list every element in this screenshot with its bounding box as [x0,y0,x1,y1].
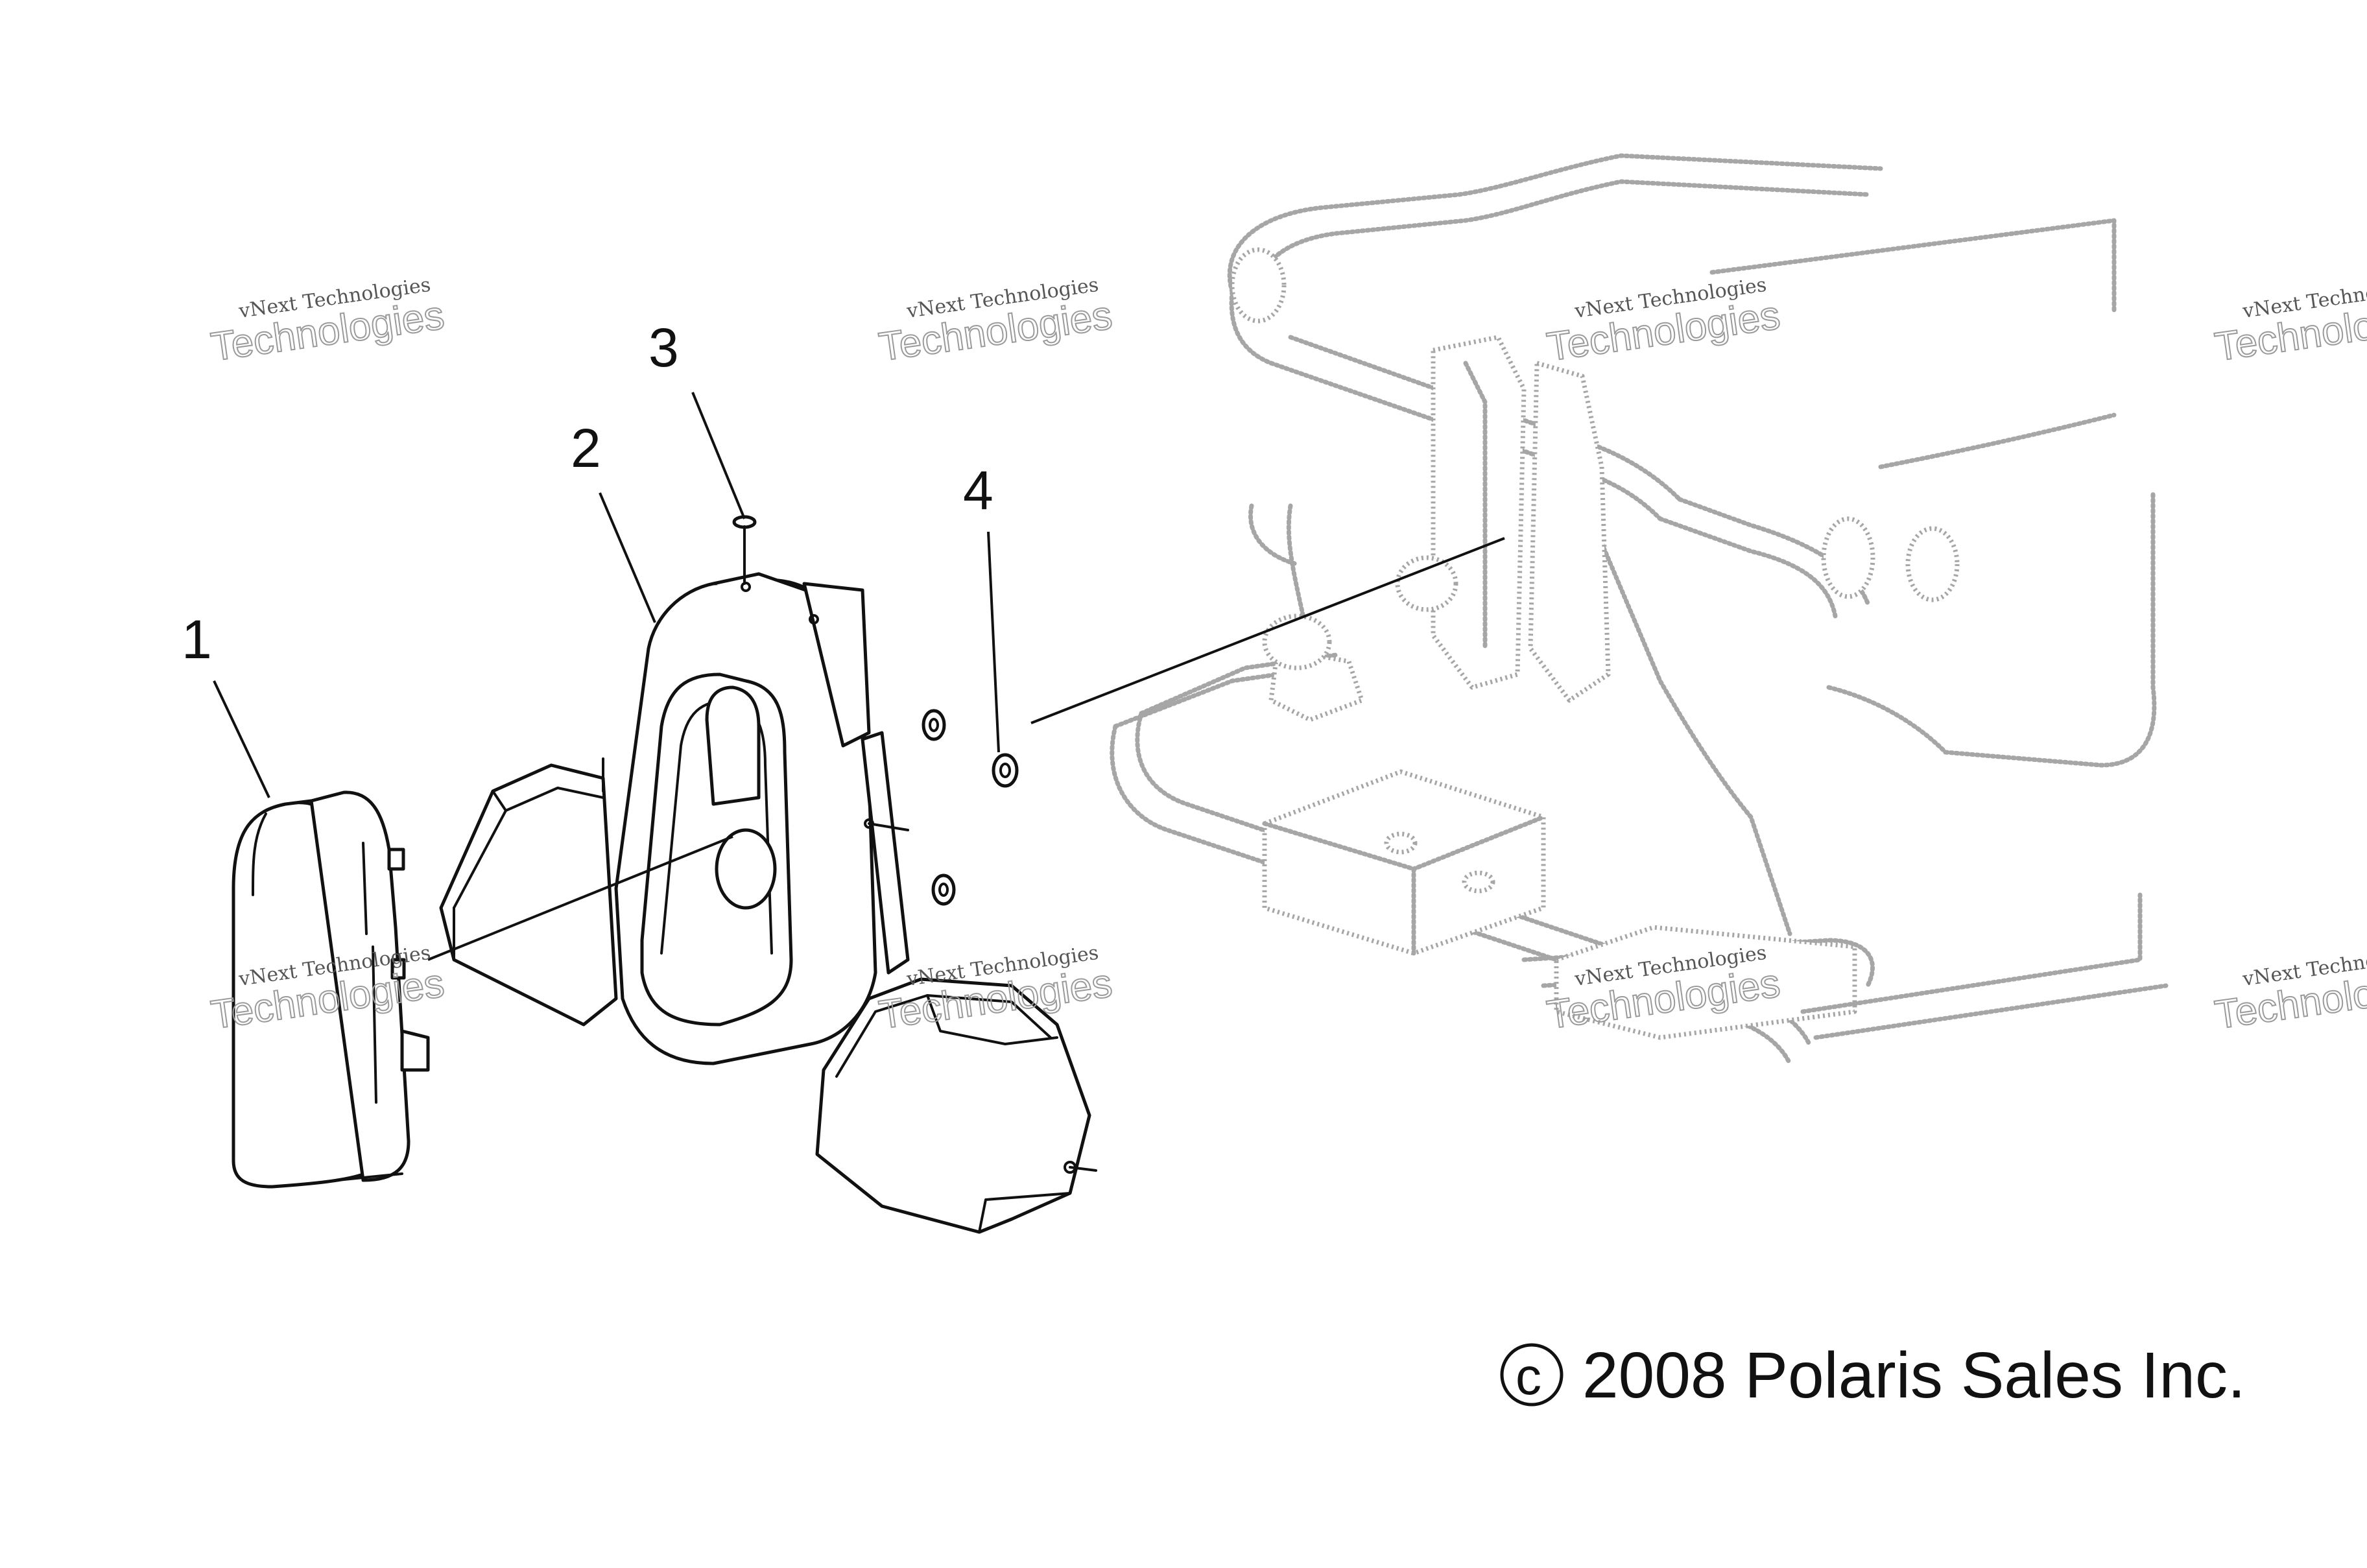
callout-1: 1 [182,609,212,670]
vehicle-rear-frame [1110,153,2169,1066]
watermark-8: vNext Technologies Technologies [2211,942,2367,1038]
callout-4: 4 [963,460,993,521]
part-1-cover [232,790,430,1189]
callout-2: 2 [571,418,601,479]
watermark-1: vNext Technologies Technologies [208,274,447,370]
callout-3: 3 [648,317,679,378]
copyright-symbol: c [1516,1348,1541,1405]
part-3-screw [732,515,757,585]
copyright-circle-icon [1500,1343,1564,1407]
watermark-2: vNext Technologies Technologies [875,274,1115,370]
watermark-4: vNext Technologies Technologies [2211,274,2367,370]
watermark-3: vNext Technologies Technologies [1543,274,1783,370]
leader-lines [213,392,1505,961]
copyright-notice: c 2008 Polaris Sales Inc. [1500,1339,2246,1412]
copyright-text: 2008 Polaris Sales Inc. [1582,1339,2246,1412]
part-4-washers [922,709,1019,906]
part-2-housing [439,572,1097,1234]
